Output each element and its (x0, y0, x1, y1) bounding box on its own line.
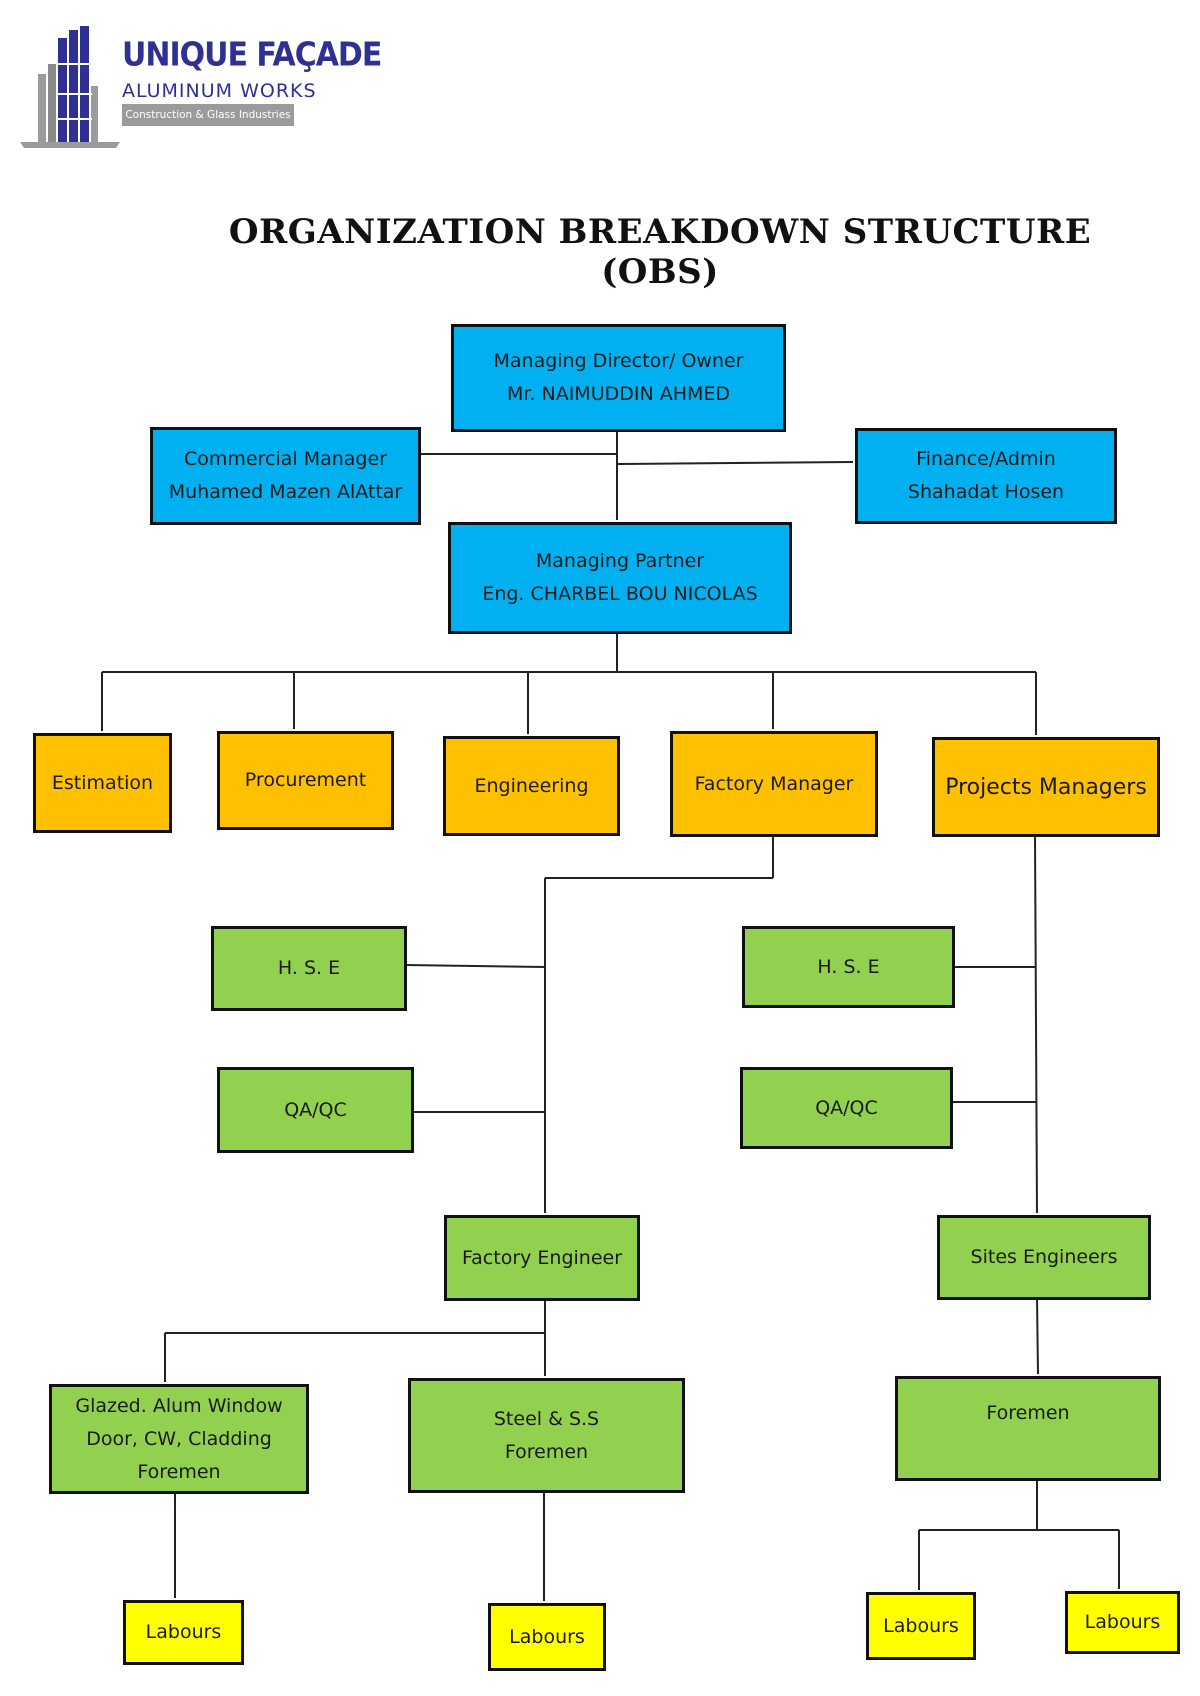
logo-name: UNIQUE FAÇADE (122, 36, 382, 75)
labours-site-2-label: Labours (1084, 1611, 1161, 1633)
commercial-manager-name: Muhamed Mazen AlAttar (168, 481, 403, 503)
qaqc-projects-label: QA/QC (815, 1096, 878, 1119)
managing-partner-box: Managing Partner Eng. CHARBEL BOU NICOLA… (448, 522, 792, 634)
procurement-label: Procurement (244, 769, 367, 791)
managing-partner-name: Eng. CHARBEL BOU NICOLAS (482, 583, 758, 605)
estimation-label: Estimation (51, 771, 154, 794)
qaqc-projects-box: QA/QC (740, 1067, 953, 1149)
factory-engineer-label: Factory Engineer (461, 1246, 623, 1269)
glazed-foremen-box: Glazed. Alum Window Door, CW, Cladding F… (49, 1384, 309, 1494)
hse-factory-box: H. S. E (211, 926, 407, 1011)
page-title: ORGANIZATION BREAKDOWN STRUCTURE (OBS) (228, 212, 1092, 292)
hse-projects-box: H. S. E (742, 926, 955, 1008)
commercial-manager-box: Commercial Manager Muhamed Mazen AlAttar (150, 427, 421, 525)
labours-site-2-box: Labours (1065, 1591, 1180, 1654)
estimation-box: Estimation (33, 733, 172, 833)
projects-managers-label: Projects Managers (945, 774, 1147, 800)
labours-steel-box: Labours (488, 1603, 606, 1671)
managing-director-role: Managing Director/ Owner (493, 350, 744, 372)
procurement-box: Procurement (217, 731, 394, 830)
steel-foremen-line2: Foremen (504, 1440, 589, 1463)
steel-foremen-line1: Steel & S.S (493, 1407, 600, 1430)
managing-director-box: Managing Director/ Owner Mr. NAIMUDDIN A… (451, 324, 786, 432)
sites-engineers-box: Sites Engineers (937, 1215, 1151, 1300)
company-logo: UNIQUE FAÇADE ALUMINUM WORKS Constructio… (20, 24, 382, 148)
sites-engineers-label: Sites Engineers (970, 1246, 1118, 1268)
qaqc-factory-box: QA/QC (217, 1067, 414, 1153)
site-foremen-box: Foremen (895, 1376, 1161, 1481)
building-logo-icon (20, 26, 120, 148)
factory-engineer-box: Factory Engineer (444, 1215, 640, 1301)
qaqc-factory-label: QA/QC (284, 1098, 347, 1121)
site-foremen-label: Foremen (986, 1402, 1070, 1424)
labours-site-1-box: Labours (866, 1592, 976, 1660)
factory-manager-box: Factory Manager (670, 731, 878, 837)
finance-admin-role: Finance/Admin (916, 448, 1056, 470)
labours-site-1-label: Labours (883, 1614, 959, 1637)
labours-glazed-label: Labours (145, 1621, 222, 1643)
hse-factory-label: H. S. E (277, 957, 341, 979)
labours-glazed-box: Labours (123, 1600, 244, 1665)
projects-managers-box: Projects Managers (932, 737, 1160, 837)
engineering-box: Engineering (443, 736, 620, 836)
steel-foremen-box: Steel & S.S Foremen (408, 1378, 685, 1493)
engineering-label: Engineering (474, 774, 589, 797)
managing-director-name: Mr. NAIMUDDIN AHMED (506, 383, 731, 405)
glazed-foremen-line3: Foremen (137, 1460, 221, 1483)
finance-admin-box: Finance/Admin Shahadat Hosen (855, 428, 1117, 524)
glazed-foremen-line2: Door, CW, Cladding (86, 1427, 272, 1450)
logo-tagline: Construction & Glass Industries (122, 104, 294, 126)
managing-partner-role: Managing Partner (535, 550, 705, 572)
hse-projects-label: H. S. E (817, 955, 880, 978)
glazed-foremen-line1: Glazed. Alum Window (75, 1394, 283, 1417)
commercial-manager-role: Commercial Manager (184, 448, 387, 470)
finance-admin-name: Shahadat Hosen (907, 481, 1065, 503)
factory-manager-label: Factory Manager (694, 772, 854, 795)
logo-subtitle: ALUMINUM WORKS (122, 80, 317, 102)
labours-steel-label: Labours (509, 1625, 585, 1648)
